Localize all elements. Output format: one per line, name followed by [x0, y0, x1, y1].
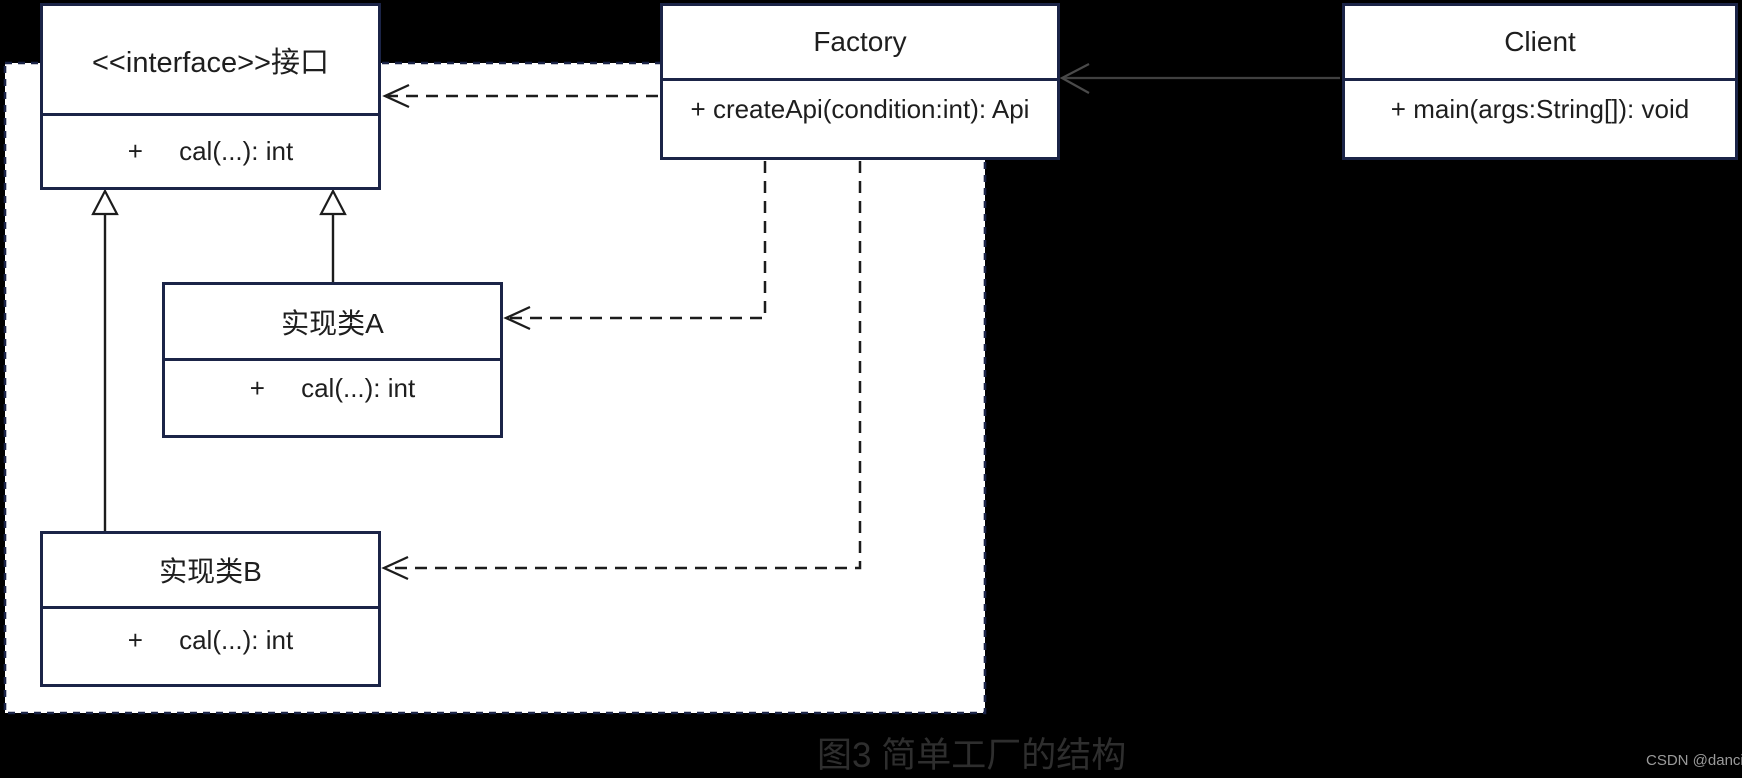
- association-arrow-client-to-factory: [1059, 63, 1340, 94]
- figure-caption: 图3 简单工厂的结构: [817, 736, 1127, 775]
- hollow-triangle-arrowhead-icon: [91, 188, 119, 216]
- generalization-arrow-impl-b-to-interface: [91, 188, 119, 531]
- impl-b-class-name: 实现类B: [43, 534, 378, 609]
- client-class-name: Client: [1345, 6, 1735, 81]
- dependency-line: [387, 161, 862, 570]
- open-arrowhead-icon: [382, 83, 410, 109]
- impl-a-class-methods: + cal(...): int: [249, 373, 416, 403]
- hollow-triangle-arrowhead-icon: [319, 188, 347, 216]
- dependency-arrow-factory-to-impl-a: [503, 161, 767, 331]
- interface-class-methods: + cal(...): int: [127, 136, 294, 166]
- interface-class-name: <<interface>>接口: [43, 6, 378, 116]
- open-arrowhead-icon: [503, 305, 531, 331]
- open-arrowhead-icon: [1059, 63, 1090, 94]
- impl-a-class-name: 实现类A: [165, 285, 500, 361]
- impl-b-class-box: 实现类B + cal(...): int: [40, 531, 381, 687]
- factory-class-name: Factory: [663, 6, 1057, 81]
- dependency-arrow-factory-to-impl-b: [381, 161, 862, 581]
- impl-a-class-box: 实现类A + cal(...): int: [162, 282, 503, 438]
- open-arrowhead-icon: [381, 555, 409, 581]
- interface-class-box: <<interface>>接口 + cal(...): int: [40, 3, 381, 190]
- client-class-box: Client + main(args:String[]): void: [1342, 3, 1738, 160]
- factory-class-box: Factory + createApi(condition:int): Api: [660, 3, 1060, 160]
- csdn-watermark: CSDN @danci_: [1646, 752, 1742, 769]
- dependency-line: [509, 161, 767, 320]
- client-class-methods: + main(args:String[]): void: [1390, 94, 1690, 124]
- factory-class-methods: + createApi(condition:int): Api: [690, 94, 1030, 124]
- dependency-arrow-factory-to-interface: [382, 83, 658, 109]
- impl-b-class-methods: + cal(...): int: [127, 625, 294, 655]
- generalization-arrow-impl-a-to-interface: [319, 188, 347, 282]
